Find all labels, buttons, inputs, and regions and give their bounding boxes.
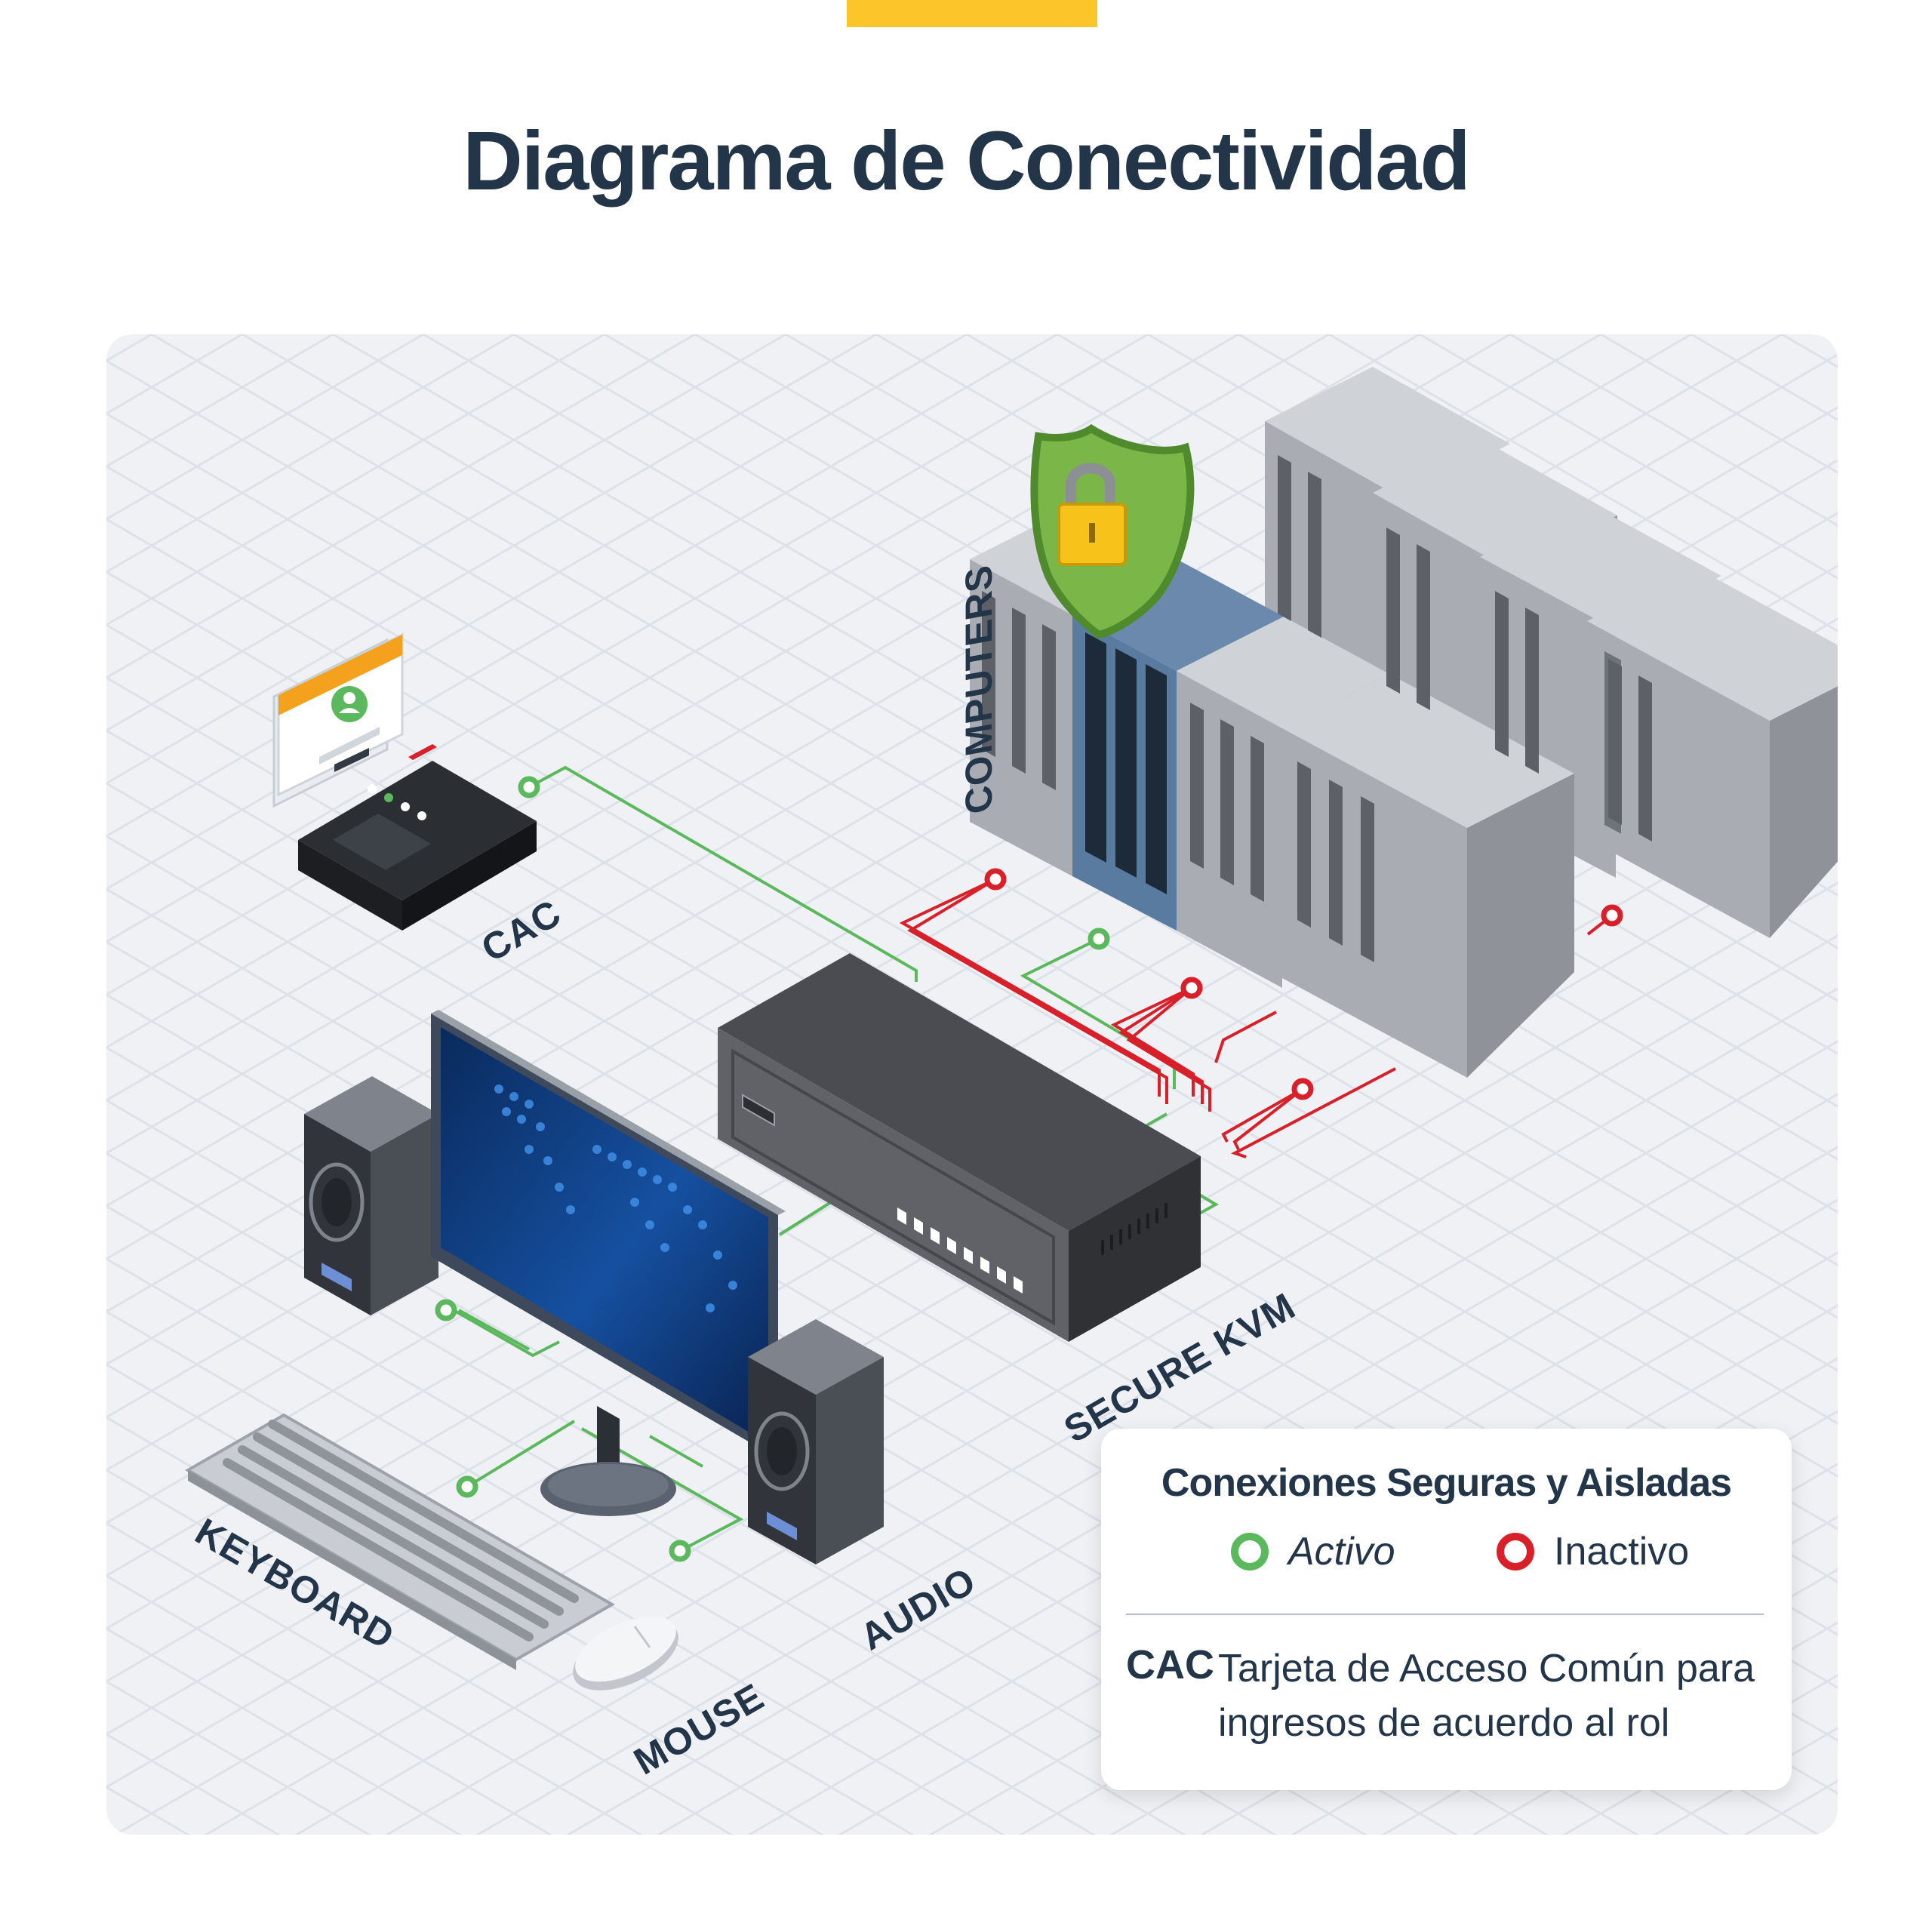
server-front-highlight [1072,561,1284,931]
inactive-lines [899,878,1614,1158]
speaker-left [304,1076,438,1315]
active-ring-icon [1231,1533,1269,1571]
shield-lock-icon [1030,424,1195,639]
mouse [573,1616,678,1690]
keyboard-keys [223,1420,579,1641]
label-computers: COMPUTERS [958,561,1000,817]
page-title: Diagrama de Conectividad [463,115,1471,208]
kvm-port-buttons [897,1208,1023,1294]
legend-abbreviation: CAC [1126,1642,1214,1687]
user-login-icon [272,632,404,808]
legend-description: Tarjeta de Acceso Común para ingresos de… [1218,1647,1755,1745]
connector-rings [435,776,1623,1562]
world-map-dots [494,1084,737,1312]
legend-title: Conexiones Seguras y Aisladas [1161,1461,1732,1505]
cac-card-reader [272,632,537,931]
legend-divider [1126,1614,1764,1615]
computers-servers [970,367,1838,1078]
server-back-4 [1587,567,1838,938]
legend-box: Conexiones Seguras y Aisladas Activo Ina… [1101,1429,1792,1790]
legend-active-label: Activo [1288,1530,1395,1574]
server-front-4 [1282,674,1574,1078]
monitor [431,1010,786,1516]
server-vents [982,455,1652,962]
diagram-panel: COMPUTERS CAC SECURE KVM KEYBOARD MOUSE … [106,334,1838,1835]
secure-kvm-switch [718,953,1201,1342]
kvm-vents [1101,1203,1168,1255]
keyboard [184,1413,616,1670]
legend-active: Activo [1231,1529,1395,1574]
legend-inactive-label: Inactivo [1554,1530,1690,1574]
top-accent-bar [847,0,1097,27]
legend-inactive: Inactivo [1497,1529,1689,1574]
connectivity-diagram [106,334,1838,1835]
speaker-right [748,1319,884,1564]
monitor-screen [441,1027,768,1444]
inactive-ring-icon [1497,1533,1534,1571]
